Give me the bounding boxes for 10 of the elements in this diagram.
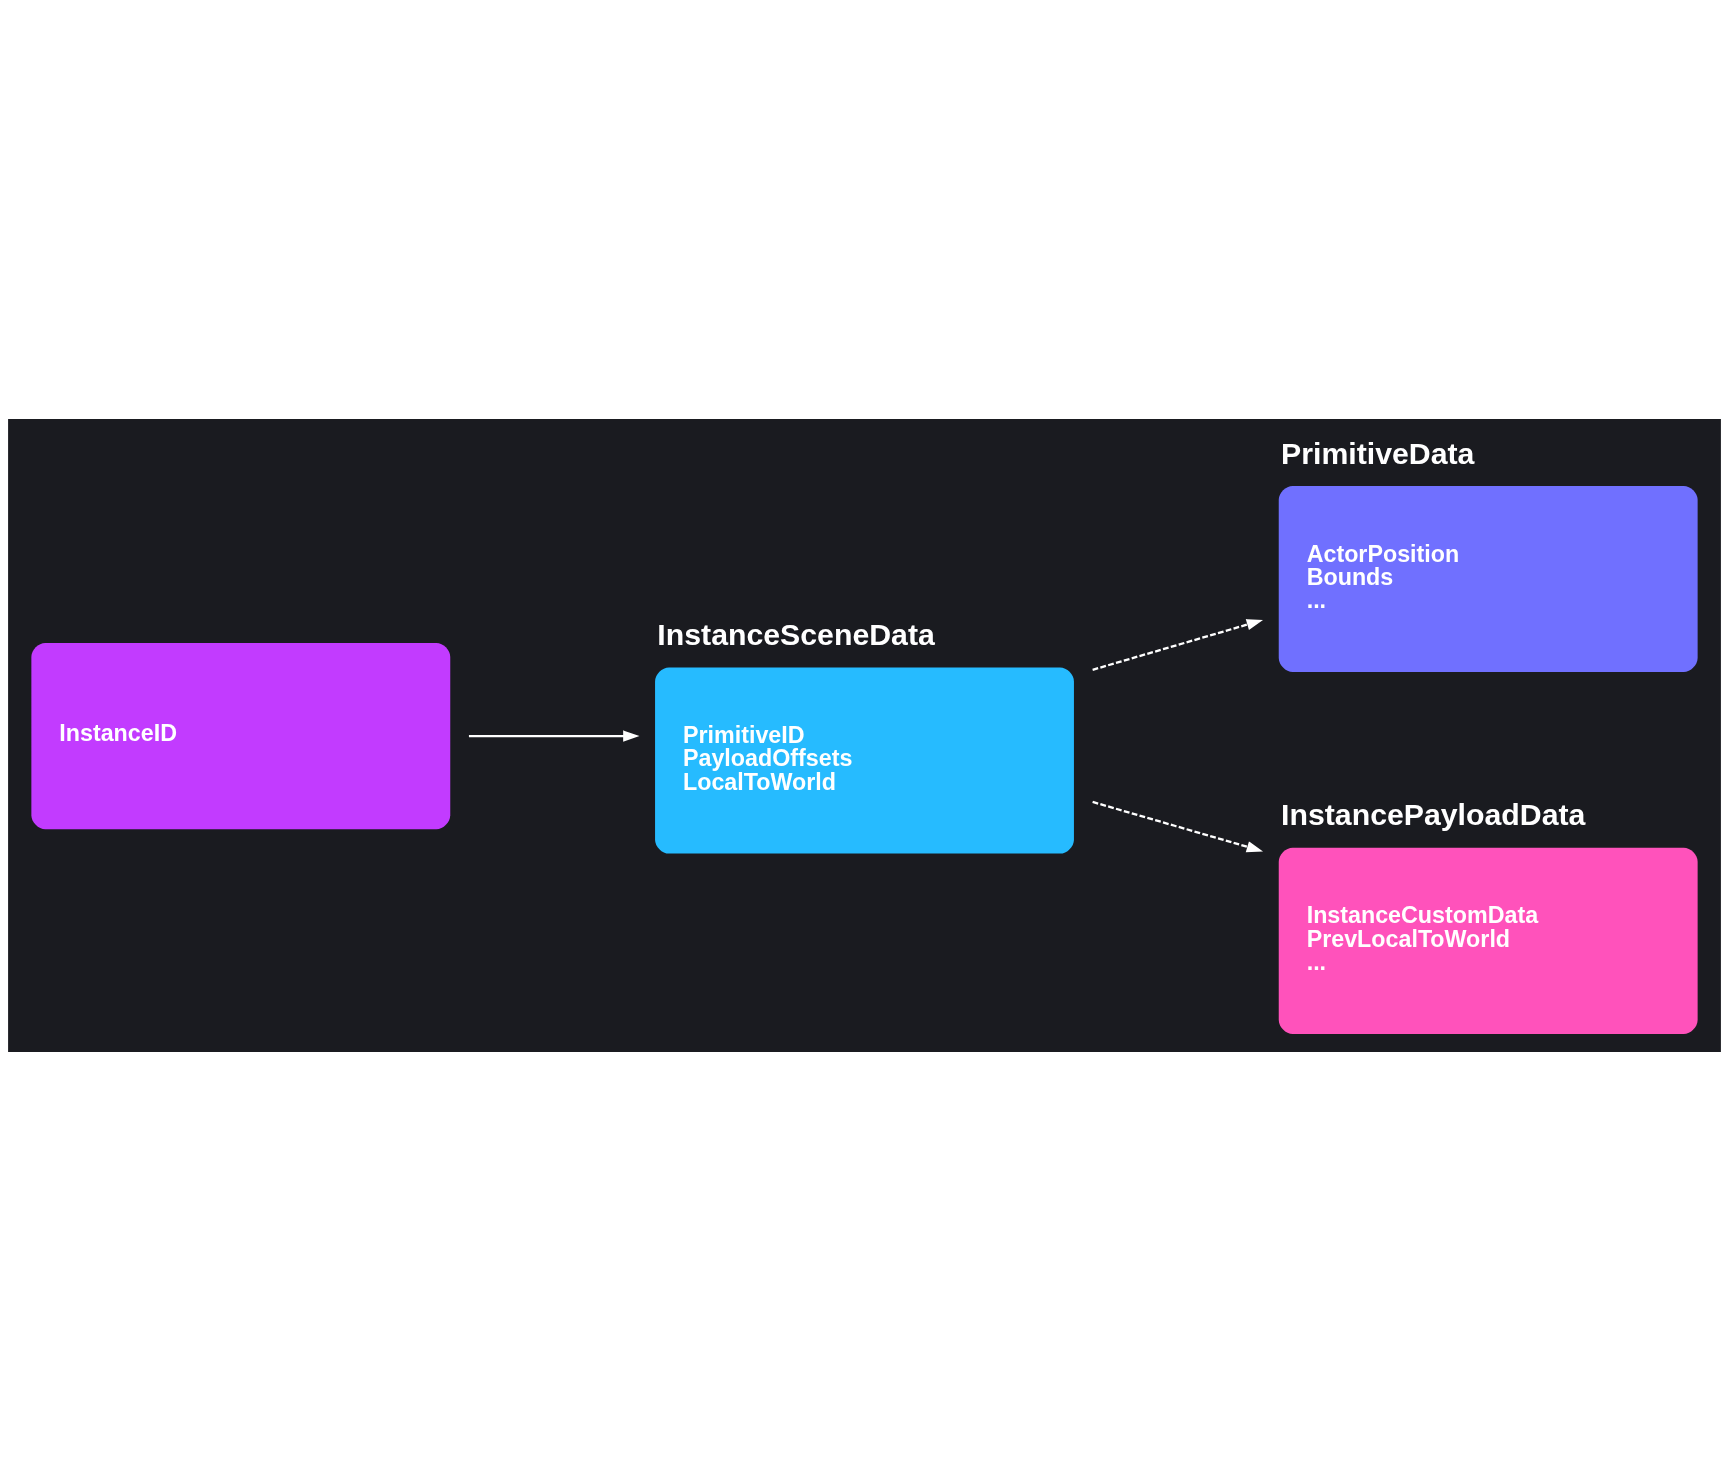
node-box: InstanceID [31, 643, 451, 830]
node-label: PrimitiveData [1281, 436, 1475, 470]
node-label: InstanceSceneData [657, 618, 935, 652]
arrow [1092, 619, 1264, 671]
node-box: PrimitiveID PayloadOffsets LocalToWorld [655, 667, 1074, 854]
node-box: ActorPosition Bounds ... [1278, 485, 1698, 673]
node-label: InstancePayloadData [1281, 798, 1586, 832]
node-box: InstanceCustomData PrevLocalToWorld ... [1278, 847, 1698, 1034]
arrow [468, 730, 640, 742]
arrow [1092, 800, 1264, 853]
